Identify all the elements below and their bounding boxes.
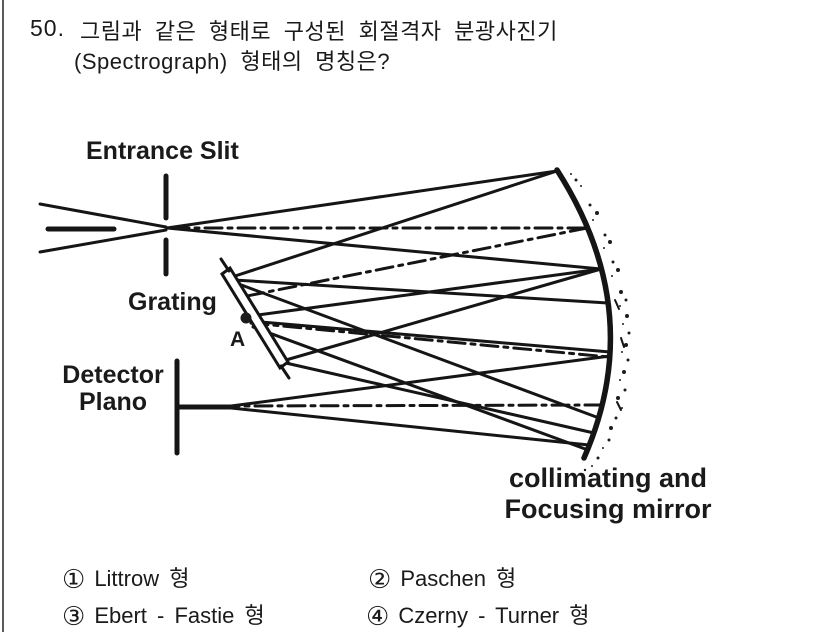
detector-plane-line (174, 358, 236, 456)
label-entrance-slit: Entrance Slit (86, 137, 239, 165)
label-grating: Grating (128, 288, 217, 316)
grating-point-a-dot (240, 312, 252, 324)
question-number: 50. (30, 15, 65, 41)
option-1-marker: ① (62, 564, 86, 594)
option-3: ③ Ebert - Fastie 형 (62, 598, 265, 632)
grating-to-mirror-rays (232, 267, 612, 452)
label-detector-line1: Detector (62, 361, 164, 389)
mirror-arc (554, 167, 614, 461)
option-2-marker: ② (368, 564, 392, 594)
grating-slab (219, 257, 291, 380)
page-border-line (2, 0, 4, 632)
label-detector-line2: Plano (78, 388, 148, 416)
option-4-marker: ④ (366, 601, 390, 631)
option-1: ① Littrow 형 (62, 561, 189, 595)
label-detector-plane: Detector Plano (46, 362, 180, 416)
question-text-line2: (Spectrograph) 형태의 명칭은? (74, 49, 391, 74)
input-beam-rays (38, 202, 168, 254)
option-3-label: Ebert - Fastie 형 (94, 603, 265, 628)
question-text-line1: 그림과 같은 형태로 구성된 회절격자 분광사진기 (80, 19, 558, 44)
option-1-label: Littrow 형 (94, 566, 190, 591)
option-4: ④ Czerny - Turner 형 (366, 598, 589, 632)
label-point-a: A (230, 328, 246, 351)
option-4-label: Czerny - Turner 형 (398, 603, 590, 628)
slit-to-mirror-rays (165, 169, 603, 271)
label-mirror-line1: collimating and (508, 463, 708, 493)
label-mirror-line2: Focusing mirror (504, 494, 712, 524)
option-2-label: Paschen 형 (400, 566, 517, 591)
mirror-to-detector-rays (229, 354, 612, 447)
option-2: ② Paschen 형 (368, 561, 516, 595)
option-3-marker: ③ (62, 601, 86, 631)
mirror-stipple (570, 173, 631, 472)
label-collimating-mirror: collimating and Focusing mirror (460, 463, 756, 525)
